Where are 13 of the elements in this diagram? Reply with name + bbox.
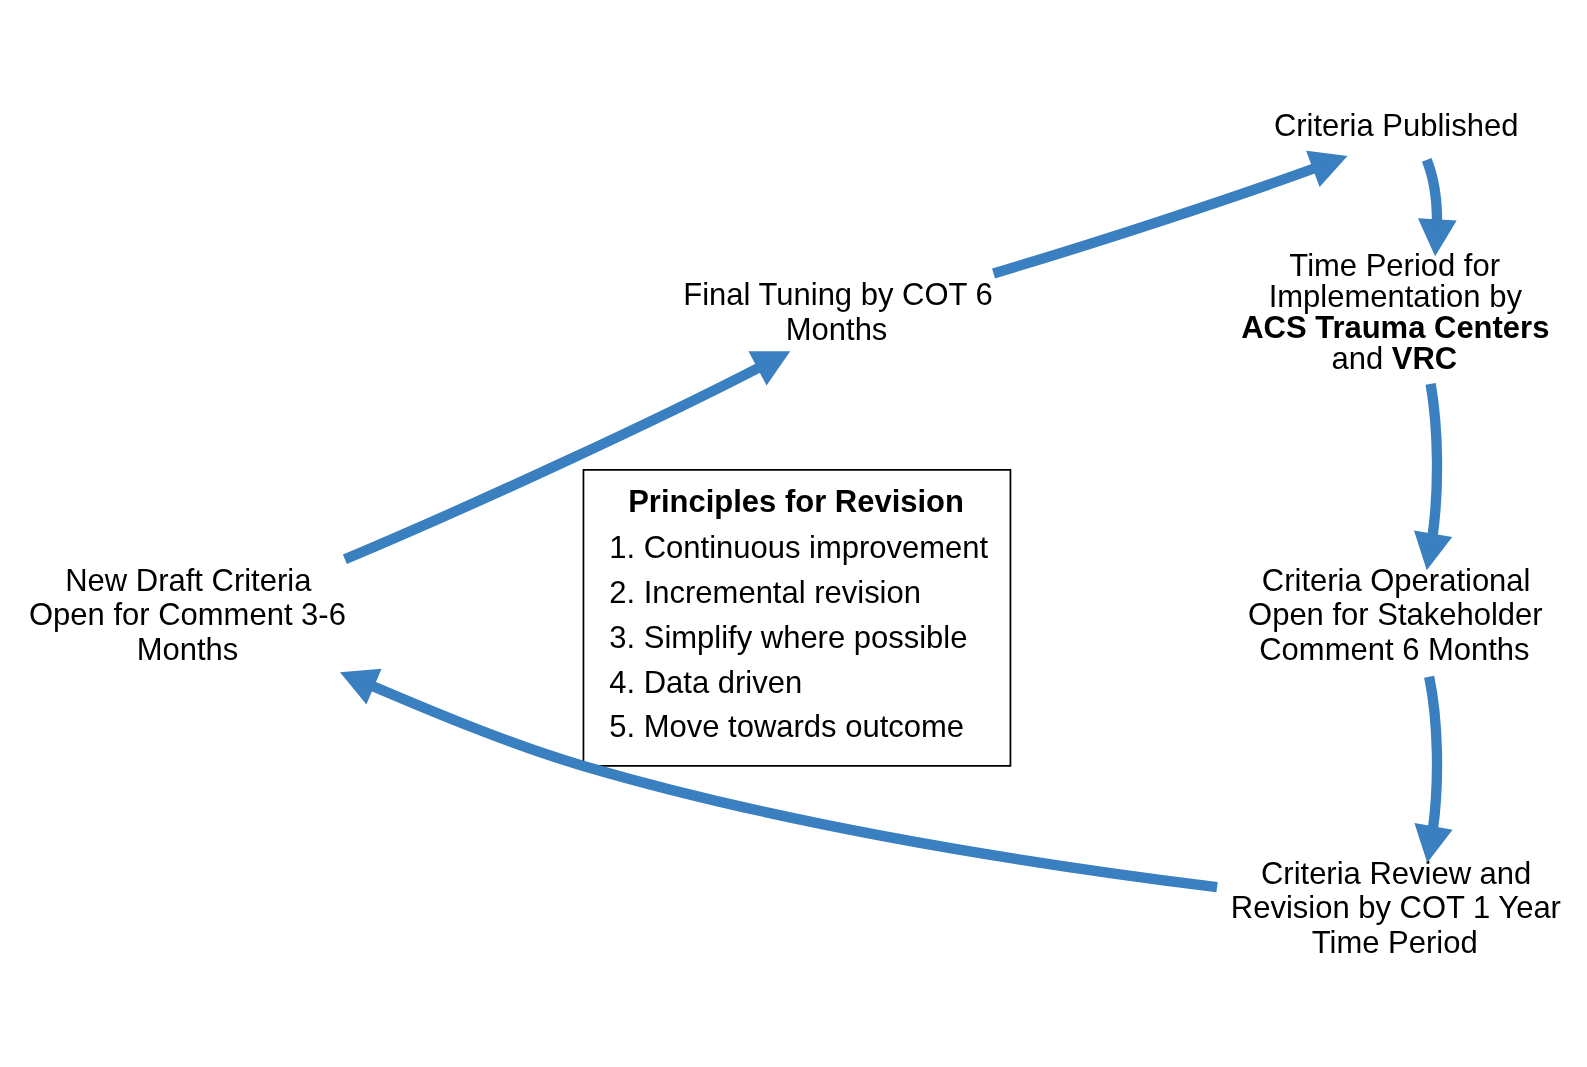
arrow <box>342 351 791 565</box>
arrow <box>340 668 1218 893</box>
arrow <box>1414 675 1453 863</box>
node-text: Time Period for Implementation by ACS Trauma Centers and VRC <box>1241 247 1550 376</box>
node-text: New Draft Criteria Open for Comment 3-6 Months <box>29 563 346 667</box>
node-text: Final Tuning by COT 6 Months <box>683 277 993 347</box>
node-text: Criteria Review and Revision by COT 1 Year Time Period <box>1230 855 1561 960</box>
node-text: Criteria Published <box>1273 108 1519 144</box>
arrow <box>992 150 1348 279</box>
node-box: Principles for Revision 1. Continuous improvement 2. Incremental revision 3. Simplify where possible 4. Data driven 5. Move towards outcome <box>582 468 1012 767</box>
node-text: Criteria Operational Open for Stakeholder Comment 6 Months <box>1248 563 1543 667</box>
arrow <box>1417 158 1457 257</box>
arrow <box>1414 383 1453 571</box>
